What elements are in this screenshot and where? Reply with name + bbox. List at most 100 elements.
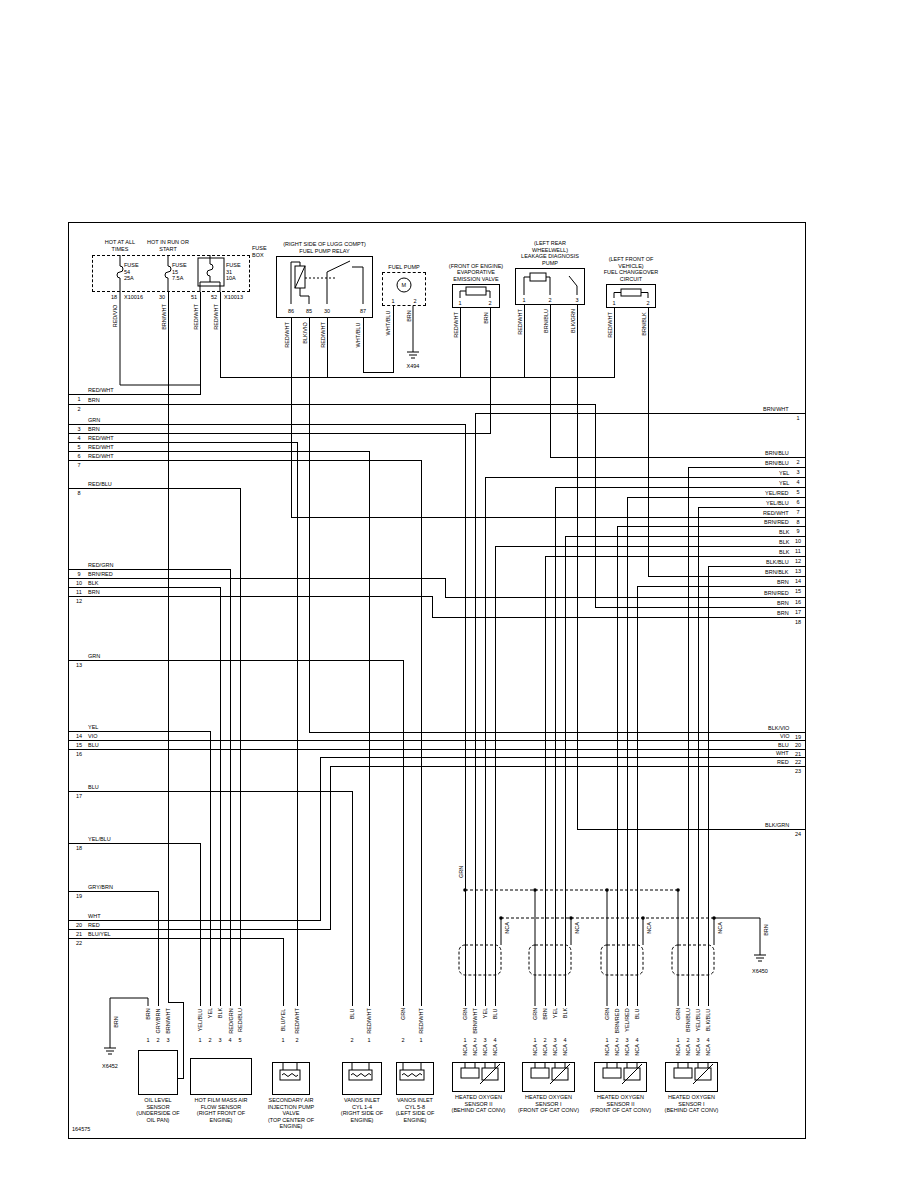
component-caption: (RIGHT SIDE OF LUGG COMPT)FUEL PUMP RELA… [269, 241, 381, 254]
component-label: FUSE BOX [252, 245, 274, 258]
pin-number: 164575 [72, 1126, 90, 1132]
wire-label: BRN/BLK [640, 312, 646, 336]
wire-label: YEL [779, 480, 789, 486]
component-label: SECONDARY AIR INJECTION PUMP VALVE [262, 1097, 320, 1117]
coil-wave [351, 1074, 371, 1077]
component-caption: HEATED OXYGEN SENSOR II(BEHIND CAT CONV) [448, 1094, 510, 1114]
wire [68, 569, 230, 1006]
pin-number: 21 [76, 931, 82, 937]
junction-dot [676, 888, 680, 892]
oil-sensor: OIL LEVEL SENSOR(UNDERSIDE OF OIL PAN) [138, 1050, 178, 1095]
pin-number: 14 [76, 733, 82, 739]
wire-label: NCA [675, 1044, 681, 1056]
heater-symbol [674, 1068, 692, 1078]
wire-label: RED/GRN [227, 1008, 233, 1033]
wire [68, 587, 220, 1006]
pin-number: 3 [484, 1037, 487, 1043]
coil-wave [402, 1074, 422, 1077]
wire [68, 404, 595, 607]
pin-number: 4 [564, 1037, 567, 1043]
pin-number: 15 [795, 588, 801, 594]
wire-label: NCA [717, 922, 723, 934]
pin-number: 11 [76, 589, 82, 595]
wire-label: BRN [88, 397, 100, 403]
pin-number: 2 [351, 1037, 354, 1043]
wire [68, 460, 421, 1006]
vanos-valve: VANOS INLET CYL 1-4(RIGHT SIDE OF ENGINE… [342, 1062, 382, 1095]
pin-number: 3 [697, 1037, 700, 1043]
wire [68, 938, 283, 1006]
component-caption: (LEFT FRONT OF VEHICLE)FUEL CHANGEOVER C… [602, 256, 660, 282]
pin-number: 16 [795, 599, 801, 605]
pin-number: 11 [795, 548, 801, 554]
pin-number: 1 [677, 1037, 680, 1043]
pin-number: 20 [795, 742, 801, 748]
wire-label: GRY/BRN [155, 1008, 161, 1033]
pin-number: 1 [368, 1037, 371, 1043]
wire [330, 766, 805, 929]
pin-number: 1 [464, 1037, 467, 1043]
wire-label: RED/WHT [606, 312, 612, 338]
pin-number: 3 [554, 1037, 557, 1043]
relay-linkage [305, 278, 336, 279]
wire-label: BLK/VIO [302, 322, 308, 343]
junction-dot [499, 916, 503, 920]
wire-label: RED/WHT [88, 435, 114, 441]
wire-label: RED [88, 922, 100, 928]
pin-number: 18 [111, 294, 117, 300]
wire-label: YEL [482, 1008, 488, 1018]
heater-symbol [603, 1068, 621, 1078]
junction-dot [605, 888, 609, 892]
wire [291, 318, 805, 517]
wire-label: RED/BLU [237, 1008, 243, 1032]
wire-label: NCA [614, 1044, 620, 1056]
wire-label: GRN [462, 1008, 468, 1020]
wire-label: YEL/BLU [197, 1008, 203, 1031]
wire [637, 586, 805, 1006]
component-label: VANOS INLET CYL 1-4 [339, 1097, 385, 1110]
pin-number: 8 [78, 490, 81, 496]
wire-label: BLK [779, 539, 789, 545]
wire-label: RED/WHT [516, 309, 522, 335]
pin-number: 4 [636, 1037, 639, 1043]
wire [309, 318, 805, 732]
wire-label: HOT AT ALL TIMES [98, 239, 142, 252]
pin-number: 6 [78, 453, 81, 459]
relay-switch [327, 261, 363, 304]
solenoid-symbol [400, 1070, 424, 1080]
component-sublabel: EVAPORATIVE EMISSION VALVE [446, 269, 506, 282]
wire [68, 749, 805, 750]
junction-dots [463, 888, 716, 920]
pin-number: 2 [549, 297, 552, 303]
component-caption: HEATED OXYGEN SENSOR I(FRONT OF CAT CONV… [518, 1094, 580, 1114]
pin-number: 15 [76, 742, 82, 748]
fuse-symbol [200, 255, 220, 292]
pin-number: 87 [360, 308, 366, 314]
pin-number: 1 [534, 1037, 537, 1043]
pin-number: 30 [324, 308, 330, 314]
wire-label: NCA [552, 1044, 558, 1056]
pin-number: 3 [167, 1037, 170, 1043]
airflow-sensor: HOT FILM MASS AIR FLOW SENSOR(RIGHT FRON… [190, 1058, 252, 1095]
pin-number: 10 [795, 538, 801, 544]
wire-label: BRN/WHT [165, 1008, 171, 1034]
wire-label: FUSE 54 25A [124, 262, 141, 282]
pin-number: 4 [707, 1037, 710, 1043]
wire-label: RED/WHT [418, 1008, 424, 1034]
wire [68, 488, 240, 1006]
oxygen-sensor: HEATED OXYGEN SENSOR II(FRONT OF CAT CON… [594, 1062, 647, 1092]
wire [68, 791, 352, 1006]
wire-label: RED/WHT [192, 304, 198, 330]
oxygen-sensor: HEATED OXYGEN SENSOR I(BEHIND CAT CONV) [665, 1062, 718, 1092]
pin-number: 22 [795, 759, 801, 765]
pin-number: 1 [199, 1037, 202, 1043]
wire-label: BRN/BLK [765, 569, 789, 575]
component-sublabel: (UNDERSIDE OF OIL PAN) [133, 1110, 183, 1123]
wire [595, 607, 805, 608]
wire-label: GRN [400, 1008, 406, 1020]
wire-label: NCA [695, 1044, 701, 1056]
pin-number: 6 [797, 499, 800, 505]
wire-connector [168, 292, 183, 1078]
component-sublabel: LEAKAGE DIAGNOSIS PUMP [516, 253, 584, 266]
solenoid-leads [614, 293, 648, 299]
